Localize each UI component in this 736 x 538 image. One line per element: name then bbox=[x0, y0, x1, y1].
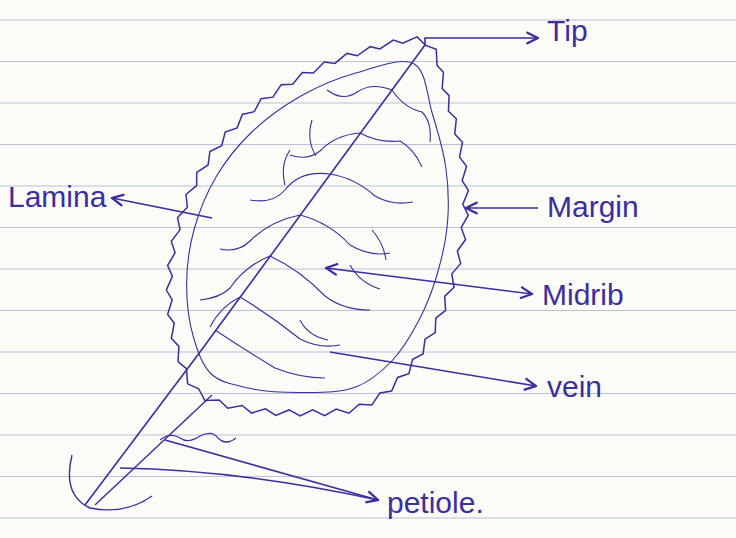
part-label: Margin bbox=[545, 190, 641, 224]
vein-line bbox=[210, 297, 240, 327]
ruled-line bbox=[0, 186, 736, 187]
vein-line bbox=[300, 320, 328, 340]
tip-leader bbox=[425, 38, 538, 46]
leaf-inner-outline bbox=[187, 61, 449, 392]
petiole-leader bbox=[165, 440, 378, 500]
vein-line bbox=[327, 86, 392, 96]
ruled-line bbox=[0, 20, 736, 21]
vein-line bbox=[290, 133, 360, 157]
part-label: Midrib bbox=[540, 278, 626, 312]
vein-line bbox=[372, 230, 386, 260]
part-label: Lamina bbox=[6, 180, 108, 214]
vein-line bbox=[350, 265, 380, 289]
ruled-line bbox=[0, 103, 736, 104]
ruled-lines bbox=[0, 20, 736, 518]
ruled-line bbox=[0, 435, 736, 436]
leaf-drawing bbox=[69, 37, 468, 510]
leaf-margin bbox=[166, 37, 468, 416]
ruled-line bbox=[0, 476, 736, 477]
vein-line bbox=[310, 120, 316, 156]
vein-line bbox=[240, 297, 340, 346]
petiole bbox=[95, 395, 212, 505]
part-label: Tip bbox=[545, 14, 590, 48]
vein-line bbox=[270, 256, 370, 310]
vein-line bbox=[215, 330, 325, 378]
vein-line bbox=[300, 215, 390, 254]
leader-lines bbox=[112, 38, 538, 500]
vein-line bbox=[360, 133, 422, 167]
ruled-line bbox=[0, 144, 736, 145]
petiole-base bbox=[69, 455, 152, 510]
ruled-line bbox=[0, 518, 736, 519]
ruled-line bbox=[0, 393, 736, 394]
ruled-line bbox=[0, 269, 736, 270]
part-label: vein bbox=[545, 370, 604, 404]
vein-line bbox=[250, 173, 330, 201]
vein-line bbox=[330, 174, 413, 203]
midrib bbox=[85, 45, 425, 505]
vein-line bbox=[392, 90, 430, 142]
petiole-leader bbox=[120, 468, 378, 500]
vein-line bbox=[220, 215, 300, 250]
lamina-leader bbox=[112, 198, 212, 218]
margin-leader bbox=[466, 207, 538, 209]
ruled-line bbox=[0, 227, 736, 228]
part-label: petiole. bbox=[385, 486, 486, 520]
petiole-scribble bbox=[160, 433, 236, 442]
ruled-line bbox=[0, 61, 736, 62]
vein-leader bbox=[330, 352, 536, 386]
ruled-line bbox=[0, 352, 736, 353]
midrib-leader bbox=[326, 268, 532, 294]
vein-line bbox=[200, 256, 270, 300]
vein-line bbox=[283, 150, 290, 185]
